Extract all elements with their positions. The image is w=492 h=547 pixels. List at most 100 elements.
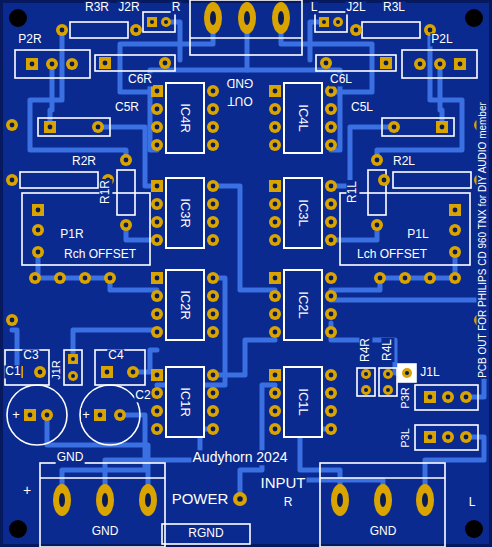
- solder-pad: [130, 24, 142, 36]
- silkscreen-label: R1R: [99, 179, 112, 205]
- pad-round: [207, 85, 219, 97]
- drill-hole: [324, 61, 329, 66]
- drill-hole: [329, 202, 334, 207]
- drill-hole: [384, 61, 389, 66]
- solder-pad: [24, 409, 36, 421]
- solder-pad: [325, 216, 337, 228]
- drill-hole: [392, 125, 397, 130]
- drill-hole: [329, 143, 334, 148]
- drill-hole: [428, 28, 433, 33]
- solder-pad: [333, 17, 343, 27]
- pad-square: [449, 204, 461, 216]
- pad-round: [207, 198, 219, 210]
- drill-hole: [155, 409, 160, 414]
- solder-pad: [99, 57, 111, 69]
- solder-pad: [325, 326, 337, 338]
- pad-square: [151, 369, 163, 381]
- pad-round: [151, 198, 163, 210]
- silkscreen-label: J2L: [345, 1, 366, 14]
- solder-pad: [207, 216, 219, 228]
- drill-hole: [378, 276, 383, 281]
- solder-pad: [325, 272, 337, 284]
- pad-round: [151, 405, 163, 417]
- drill-hole: [364, 388, 368, 392]
- solder-pad: [101, 366, 113, 378]
- drill-hole: [273, 184, 278, 189]
- pad-round: [269, 405, 281, 417]
- drill-hole: [134, 28, 139, 33]
- drill-hole: [71, 374, 75, 378]
- solder-pad: [151, 423, 163, 435]
- solder-pad: [6, 174, 18, 186]
- drill-hole: [155, 373, 160, 378]
- silkscreen-label: R: [283, 496, 294, 509]
- pad-round: [442, 431, 454, 443]
- pad-round: [32, 246, 44, 258]
- pad-round: [46, 58, 58, 70]
- silkscreen-label: GND: [56, 451, 85, 464]
- solder-pad: [269, 180, 281, 192]
- pad-oval: [416, 484, 434, 516]
- silkscreen-label: R2L: [392, 155, 416, 168]
- solder-pad: [361, 369, 371, 379]
- pad-round: [399, 272, 411, 284]
- pad-round: [325, 326, 337, 338]
- drill-hole: [211, 276, 216, 281]
- solder-pad: [371, 154, 383, 166]
- silkscreen-label: L: [310, 1, 319, 14]
- pad-round: [371, 154, 383, 166]
- solder-pad: [269, 369, 281, 381]
- silkscreen-label: C6L: [329, 73, 353, 86]
- solder-pad: [151, 121, 163, 133]
- ic-footprint: IC4L: [283, 82, 323, 154]
- pad-oval: [96, 484, 114, 516]
- silkscreen-label: C3: [22, 349, 39, 362]
- connector-pad: [331, 484, 349, 516]
- solder-pad: [269, 234, 281, 246]
- drill-hole: [155, 202, 160, 207]
- pad-round: [6, 174, 18, 186]
- solder-pad: [151, 405, 163, 417]
- ic-label: IC4L: [296, 104, 310, 131]
- solder-pad: [207, 272, 219, 284]
- solder-pad: [269, 121, 281, 133]
- solder-pad: [26, 58, 38, 70]
- pad-round: [325, 85, 337, 97]
- drill-hole: [273, 330, 278, 335]
- pad-oval: [53, 484, 71, 516]
- pad-round: [233, 492, 247, 506]
- drill-hole: [211, 294, 216, 299]
- silkscreen-label: GND: [91, 525, 120, 538]
- solder-pad: [325, 139, 337, 151]
- solder-pad: [207, 103, 219, 115]
- drill-hole: [354, 28, 359, 33]
- solder-pad: [454, 58, 466, 70]
- drill-hole: [386, 372, 390, 376]
- drill-hole: [329, 238, 334, 243]
- drill-hole: [38, 370, 43, 375]
- pad-round: [320, 57, 332, 69]
- drill-hole: [211, 143, 216, 148]
- solder-pad: [269, 405, 281, 417]
- pad-round: [6, 314, 18, 326]
- ic-footprint: IC3R: [165, 177, 205, 249]
- ic-footprint: IC2L: [283, 269, 323, 341]
- silkscreen-label: J1R: [50, 359, 62, 381]
- solder-pad: [151, 180, 163, 192]
- ic-footprint: IC3L: [283, 177, 323, 249]
- silkscreen-label: RGND: [187, 527, 224, 540]
- drill-hole: [131, 370, 136, 375]
- drill-hole: [329, 330, 334, 335]
- silkscreen-outlines: [5, 0, 478, 547]
- pad-round: [325, 103, 337, 115]
- pad-round: [325, 405, 337, 417]
- drill-hole: [33, 276, 38, 281]
- drill-hole: [124, 223, 129, 228]
- solder-pad: [449, 272, 461, 284]
- pad-round: [207, 180, 219, 192]
- drill-hole: [329, 294, 334, 299]
- ic-label: IC1R: [178, 387, 192, 417]
- solder-pad: [371, 219, 383, 231]
- ic-label: IC4R: [178, 103, 192, 133]
- solder-pad: [151, 387, 163, 399]
